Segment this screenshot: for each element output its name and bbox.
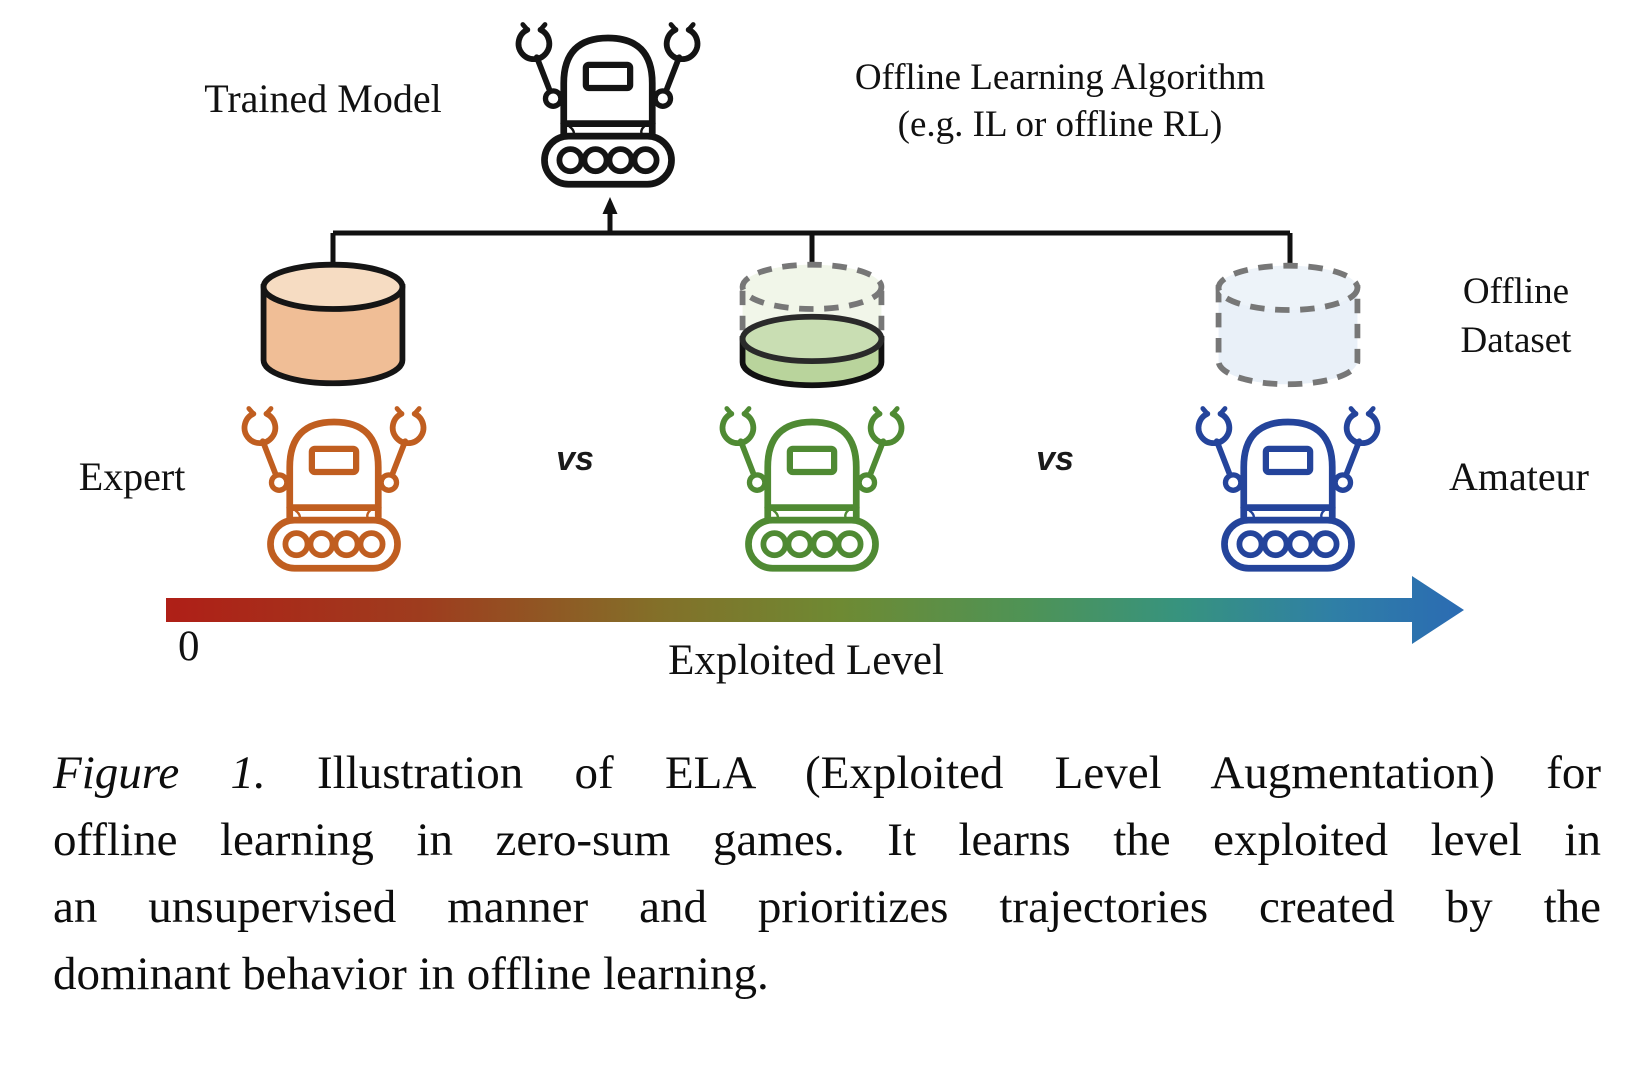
caption-line-2: offline learning in zero-sum games. It l… — [53, 814, 1601, 866]
vs-label-2: vs — [1036, 440, 1074, 478]
expert-label: Expert — [78, 454, 186, 499]
trained-model-robot-icon — [502, 12, 714, 190]
vs-label-1: vs — [556, 440, 594, 478]
expert-robot-icon — [226, 396, 442, 574]
algorithm-label-line2: (e.g. IL or offline RL) — [897, 103, 1223, 145]
dataset-cylinder-expert — [260, 261, 406, 387]
offline-dataset-label: Offline Dataset — [1416, 268, 1616, 366]
offline-dataset-line1: Offline — [1462, 271, 1570, 312]
offline-dataset-line2: Dataset — [1460, 319, 1572, 361]
offline-learning-algorithm-label: Offline Learning Algorithm (e.g. IL or o… — [810, 55, 1310, 148]
exploited-level-axis-label: Exploited Level — [668, 637, 944, 684]
figure-number-label: Figure 1. — [53, 747, 266, 799]
caption-line-1: Figure 1. Illustration of ELA (Exploited… — [53, 740, 1601, 807]
figure-caption: Figure 1. Illustration of ELA (Exploited… — [53, 740, 1601, 1008]
mid-level-robot-icon — [704, 396, 920, 574]
dataset-cylinder-mid — [739, 261, 885, 389]
connector-lines — [330, 197, 1293, 268]
up-arrowhead — [602, 197, 618, 214]
algorithm-label-line1: Offline Learning Algorithm — [854, 57, 1266, 98]
caption-line-4: dominant behavior in offline learning. — [53, 948, 769, 1000]
exploited-level-gradient-arrow — [166, 576, 1464, 644]
amateur-robot-icon — [1180, 396, 1396, 574]
caption-line-3: an unsupervised manner and prioritizes t… — [53, 881, 1601, 933]
amateur-label: Amateur — [1449, 454, 1589, 499]
dataset-cylinder-amateur — [1215, 262, 1361, 388]
axis-origin-label: 0 — [178, 623, 200, 670]
trained-model-label: Trained Model — [204, 76, 442, 121]
caption-line-1-text: Illustration of ELA (Exploited Level Aug… — [317, 747, 1601, 799]
